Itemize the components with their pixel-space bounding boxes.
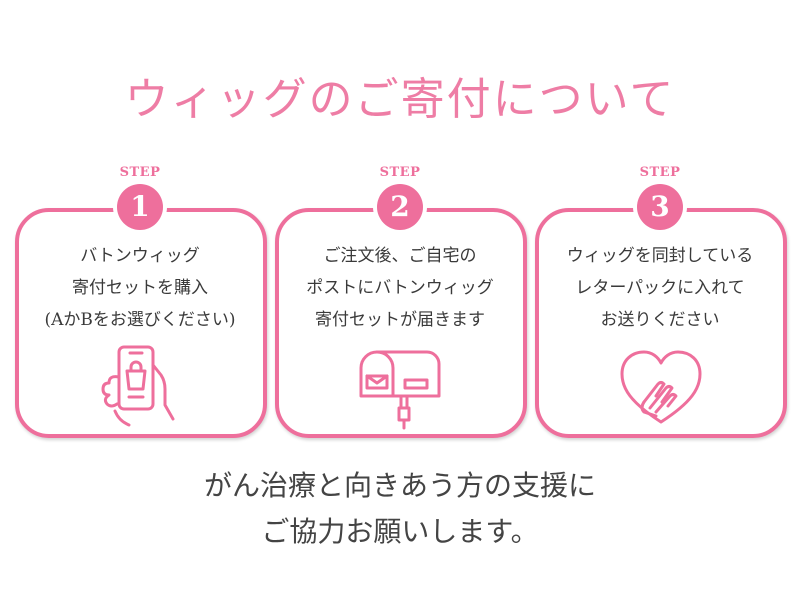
page-title: ウィッグのご寄付について	[124, 74, 676, 125]
step-description-line: 寄付セットが届きます	[315, 310, 485, 330]
step-description-line: レターパックに入れて	[575, 278, 745, 298]
heart-hands-icon	[620, 350, 702, 424]
step-description: ウィッグを同封している レターパックに入れて お送りください	[535, 240, 785, 336]
smartphone-shopping-icon	[101, 345, 175, 427]
step-description-line: (AかBをお選びください)	[44, 310, 236, 330]
mailbox-icon	[359, 350, 441, 430]
step-description-line: ポストにバトンウィッグ	[306, 278, 494, 298]
step-label: STEP	[639, 165, 681, 180]
step-3: STEP 3 ウィッグを同封している レターパックに入れて お送りください	[535, 160, 787, 438]
step-description: バトンウィッグ 寄付セットを購入 (AかBをお選びください)	[15, 240, 265, 336]
step-label: STEP	[379, 165, 421, 180]
step-description-line: お送りください	[600, 310, 720, 330]
step-number-badge: 3	[637, 184, 683, 230]
step-label: STEP	[119, 165, 161, 180]
step-description: ご注文後、ご自宅の ポストにバトンウィッグ 寄付セットが届きます	[275, 240, 525, 336]
step-description-line: バトンウィッグ	[80, 246, 200, 266]
step-number-badge: 1	[117, 184, 163, 230]
footer-line: がん治療と向きあう方の支援に	[203, 469, 596, 502]
step-2: STEP 2 ご注文後、ご自宅の ポストにバトンウィッグ 寄付セットが届きます	[275, 160, 527, 438]
step-description-line: 寄付セットを購入	[72, 278, 208, 298]
step-1: STEP 1 バトンウィッグ 寄付セットを購入 (AかBをお選びください)	[15, 160, 267, 438]
step-number-badge: 2	[377, 184, 423, 230]
step-description-line: ウィッグを同封している	[566, 246, 754, 266]
footer-line: ご協力お願いします。	[261, 515, 539, 548]
step-description-line: ご注文後、ご自宅の	[323, 246, 477, 266]
footer-message: がん治療と向きあう方の支援に ご協力お願いします。	[0, 463, 800, 555]
